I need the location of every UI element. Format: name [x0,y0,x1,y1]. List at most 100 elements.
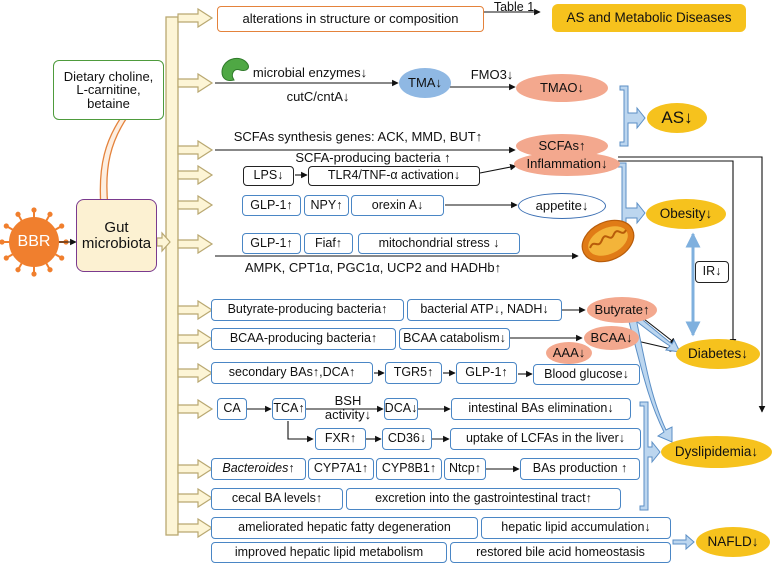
scfa-genes-label: SCFAs synthesis genes: ACK, MMD, BUT↑ [233,129,483,145]
butyrate-node: Butyrate↑ [587,297,657,323]
arrow-tca-fxr [287,421,314,443]
table1-label: Table 1 [493,0,535,15]
curve-arrow-dyslipidemia [627,317,673,443]
diabetes-node: Diabetes↓ [676,339,760,369]
scfa-bacteria-label: SCFA-producing bacteria ↑ [295,150,451,166]
branch-arrow-5 [177,194,214,216]
brace-dyslipidemia [639,401,661,511]
gut-label-line2: microbiota [81,234,152,252]
bas-production-node: BAs production ↑ [520,458,640,480]
branch-arrow-3 [177,139,214,161]
obesity-node: Obesity↓ [646,199,726,229]
branch-arrow-gut [156,231,171,253]
ameliorated-node: ameliorated hepatic fatty degeneration [211,517,478,539]
arrow-inflam-diabetes [618,160,737,346]
branch-arrow-6 [177,233,214,255]
mitochondrion-icon [581,219,635,263]
branch-arrow-11 [177,458,214,480]
tlr4-node: TLR4/TNF-α activation↓ [308,166,480,186]
branch-arrow-9 [177,362,214,384]
bcaa-bacteria-node: BCAA-producing bacteria↑ [211,328,396,350]
thin-arrows [57,8,766,473]
intestinal-bas-node: intestinal BAs elimination↓ [451,398,631,420]
bsh-line1: BSH [334,393,362,409]
bbr-spike-tip [31,207,37,213]
bbr-spike-tip [59,223,65,229]
bcaa-catabolism-node: BCAA catabolism↓ [399,328,510,350]
alterations-node: alterations in structure or composition [217,6,484,32]
dca-node: DCA↓ [384,398,418,420]
cecal-ba-node: cecal BA levels↑ [211,488,343,510]
dyslipidemia-node: Dyslipidemia↓ [661,436,772,468]
arrow-tlr4-inflam [479,163,517,174]
nafld-node: NAFLD↓ [696,527,770,557]
branch-arrow-2 [177,72,214,94]
ntcp-node: Ntcp↑ [444,458,486,480]
aaa-node: AAA↓ [546,342,592,364]
curve-arrow-diabetes [630,315,681,353]
arrow-scfas-dyslipidemia [618,156,766,413]
bsh-label: BSH activity↓ [317,391,379,425]
arrow-to-nafld [672,533,695,551]
fxr-node: FXR↑ [315,428,366,450]
dietary-line1: Dietary choline, [63,68,154,84]
bbr-spike-tip [3,223,9,229]
fiaf-node: Fiaf↑ [304,233,353,254]
dietary-line3: betaine [87,95,130,111]
tgr5-node: TGR5↑ [385,362,442,384]
branch-arrow-13 [177,517,214,539]
bbr-node: BBR [9,217,59,267]
bbr-spike-tip [3,255,9,261]
as-node: AS↓ [647,103,707,133]
tmao-node: TMAO↓ [516,74,608,102]
tca-node: TCA↑ [272,398,306,420]
as-metabolic-node: AS and Metabolic Diseases [552,4,746,32]
tma-node: TMA↓ [399,68,451,98]
bbr-spike-tip [47,211,53,217]
orexin-node: orexin A↓ [351,195,444,216]
bbr-spike-tip [0,239,5,245]
brace-as [619,85,646,147]
inflammation-node: Inflammation↓ [514,152,620,176]
npy-node: NPY↑ [304,195,349,216]
bbr-spike-tip [47,267,53,273]
hepatic-lipid-acc-node: hepatic lipid accumulation↓ [481,517,671,539]
fmo3-label: FMO3↓ [470,67,514,83]
gut-microbiota-node: Gut microbiota [76,199,157,272]
cyp8b1-node: CYP8B1↑ [376,458,442,480]
bcaa-node: BCAA↓ [584,326,639,350]
branch-arrow-10 [177,398,214,420]
dietary-node: Dietary choline, L-carnitine, betaine [53,60,164,120]
arrow-butyrate-diabetes [643,318,677,345]
glp1-glucose-node: GLP-1↑ [456,362,517,384]
cd36-node: CD36↓ [382,428,432,450]
bile-homeostasis-node: restored bile acid homeostasis [450,542,671,563]
gut-label-line1: Gut [104,218,129,236]
branch-arrow-1 [177,7,214,29]
bbr-spike-tip [15,267,21,273]
trunk-bar [165,16,179,536]
butyrate-bacteria-node: Butyrate-producing bacteria↑ [211,299,404,321]
uptake-lcfas-node: uptake of LCFAs in the liver↓ [450,428,641,450]
ampk-label: AMPK, CPT1α, PGC1α, UCP2 and HADHb↑ [244,260,502,276]
branch-arrow-12 [177,487,214,509]
bbr-spike-tip [31,271,37,277]
bbr-spike-tip [15,211,21,217]
atp-node: bacterial ATP↓, NADH↓ [407,299,562,321]
blood-glucose-node: Blood glucose↓ [533,364,640,385]
bbr-spike-tip [59,255,65,261]
dietary-line2: L-carnitine, [76,82,141,98]
branch-arrow-4 [177,164,214,186]
ir-node: IR↓ [695,261,729,283]
cutc-label: cutC/cntA↓ [286,89,350,105]
ca-node: CA [217,398,247,420]
branch-arrows [156,7,214,539]
mito-stress-node: mitochondrial stress ↓ [358,233,520,254]
microbe-icon [221,57,249,81]
branch-arrow-7 [177,299,214,321]
microbial-enzymes-label: microbial enzymes↓ [252,65,368,81]
secondary-bas-node: secondary BAs↑,DCA↑ [211,362,373,384]
glp1-mito-node: GLP-1↑ [242,233,301,254]
